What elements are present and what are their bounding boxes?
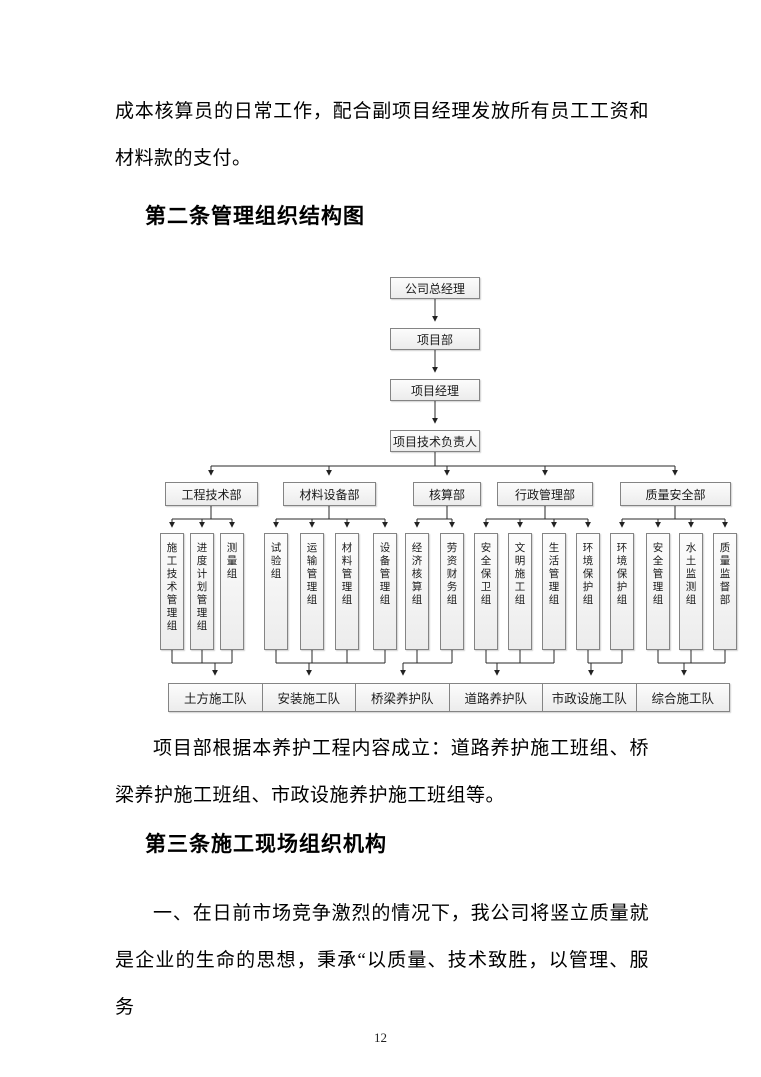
org-box-tech-director: 项目技术负责人: [390, 430, 480, 452]
org-box-group-civilized-construction: 文明施工组: [508, 533, 532, 650]
org-box-project-manager: 项目经理: [390, 379, 480, 401]
org-box-dept-administration: 行政管理部: [497, 482, 593, 506]
paragraph-quality-philosophy: 一、在日前市场竞争激烈的情况下，我公司将竖立质量就是企业的生命的思想，秉承“以质…: [115, 903, 649, 1018]
org-box-group-construction-tech: 施工技术管理组: [160, 533, 184, 650]
org-box-group-labor-finance: 劳资财务组: [440, 533, 464, 650]
paragraph-salary-payment: 成本核算员的日常工作，配合副项目经理发放所有员工工资和材料款的支付。: [115, 101, 649, 169]
org-box-group-environment-2: 环境保护组: [610, 533, 634, 650]
org-box-group-soil-water-monitor: 水土监测组: [679, 533, 703, 650]
org-box-project-dept: 项目部: [390, 328, 480, 350]
org-box-dept-engineering: 工程技术部: [165, 482, 258, 506]
heading-section2: 第二条管理组织结构图: [145, 205, 365, 228]
org-box-group-quality-supervision: 质量监督部: [713, 533, 737, 650]
page-number: 12: [374, 1030, 387, 1045]
heading-section3: 第三条施工现场组织机构: [145, 833, 387, 856]
org-box-dept-accounting: 核算部: [413, 482, 481, 506]
org-box-group-security: 安全保卫组: [474, 533, 498, 650]
org-box-crew-road-maintenance: 道路养护队: [450, 684, 543, 711]
org-box-group-equipment-mgmt: 设备管理组: [373, 533, 397, 650]
org-chart-connectors: [169, 299, 728, 676]
org-box-group-safety-mgmt: 安全管理组: [646, 533, 670, 650]
org-box-group-material-mgmt: 材料管理组: [335, 533, 359, 650]
org-box-crew-municipal-facilities: 市政设施工队: [543, 684, 637, 711]
org-box-group-economic-accounting: 经济核算组: [405, 533, 429, 650]
org-box-dept-quality-safety: 质量安全部: [620, 482, 731, 506]
org-box-group-schedule-plan: 进度计划管理组: [190, 533, 214, 650]
org-box-group-environment-1: 环境保护组: [576, 533, 600, 650]
org-box-crew-earthwork: 土方施工队: [169, 684, 263, 711]
org-chart: 公司总经理 项目部 项目经理 项目技术负责人 工程技术部 材料设备部 核算部 行…: [160, 277, 737, 712]
org-box-group-survey: 测量组: [220, 533, 244, 650]
org-box-crew-comprehensive: 综合施工队: [651, 692, 714, 706]
org-box-group-living-mgmt: 生活管理组: [542, 533, 566, 650]
org-box-group-transport: 运输管理组: [300, 533, 324, 650]
org-box-crew-installation: 安装施工队: [263, 684, 356, 711]
org-box-dept-materials: 材料设备部: [283, 482, 376, 506]
org-box-group-testing: 试验组: [264, 533, 288, 650]
org-box-crew-bridge-maintenance: 桥梁养护队: [356, 684, 450, 711]
org-crew-strip: 土方施工队 安装施工队 桥梁养护队 道路养护队 市政设施工队 综合施工队: [168, 683, 730, 712]
paragraph-crew-formation: 项目部根据本养护工程内容成立：道路养护施工班组、桥梁养护施工班组、市政设施养护施…: [115, 738, 649, 806]
org-box-general-manager: 公司总经理: [390, 277, 480, 299]
